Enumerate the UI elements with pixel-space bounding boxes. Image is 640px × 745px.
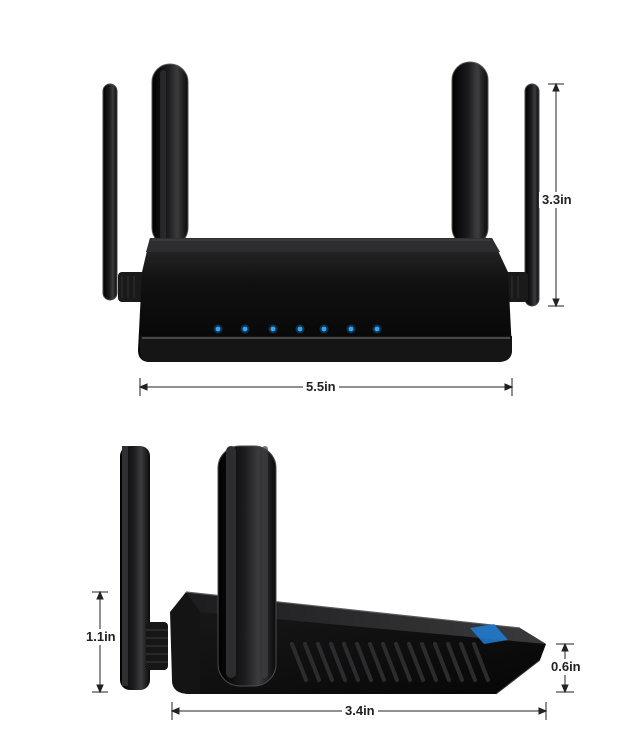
- led-glow: [319, 324, 329, 334]
- vent-slot: [420, 642, 438, 682]
- side-depth-label: 3.4in: [342, 703, 378, 719]
- led-glow: [372, 324, 382, 334]
- led-glow: [346, 324, 356, 334]
- vent-slot: [342, 642, 360, 682]
- led-glow: [240, 324, 250, 334]
- wifi-icon: [270, 326, 276, 332]
- led-glow: [213, 324, 223, 334]
- dimension-side-front-height: [556, 642, 574, 694]
- vent-slot: [472, 642, 490, 682]
- side-front-height-label: 0.6in: [548, 659, 584, 675]
- wifi-icon: [242, 326, 248, 332]
- antenna-left-inner: [151, 63, 189, 247]
- vent-slot: [381, 642, 399, 682]
- side-antenna-thin: [120, 446, 168, 690]
- vent-slot: [446, 642, 464, 682]
- lan-icon: [348, 326, 354, 332]
- router-side-view: [120, 445, 546, 695]
- lan-icon: [297, 326, 303, 332]
- side-height-label: 1.1in: [83, 629, 119, 645]
- front-height-label: 3.3in: [539, 192, 575, 208]
- vent-slots: [290, 642, 490, 682]
- vent-slot: [433, 642, 451, 682]
- router-front-view: [102, 61, 540, 362]
- wan-icon: [374, 326, 380, 332]
- antenna-left-outer: [102, 83, 146, 302]
- vent-slot: [459, 642, 477, 682]
- status-leds: [213, 324, 382, 334]
- vent-slot: [303, 642, 321, 682]
- side-antenna-wide: [217, 445, 277, 687]
- vent-slot: [407, 642, 425, 682]
- vent-slot: [329, 642, 347, 682]
- front-width-label: 5.5in: [303, 379, 339, 395]
- lan-icon: [321, 326, 327, 332]
- vent-slot: [355, 642, 373, 682]
- power-icon: [215, 326, 221, 332]
- antenna-right-inner: [451, 61, 489, 247]
- vent-slot: [368, 642, 386, 682]
- vent-slot: [394, 642, 412, 682]
- led-glow: [295, 324, 305, 334]
- led-glow: [268, 324, 278, 334]
- router-body-front: [138, 238, 512, 362]
- vent-slot: [316, 642, 334, 682]
- vent-slot: [290, 642, 308, 682]
